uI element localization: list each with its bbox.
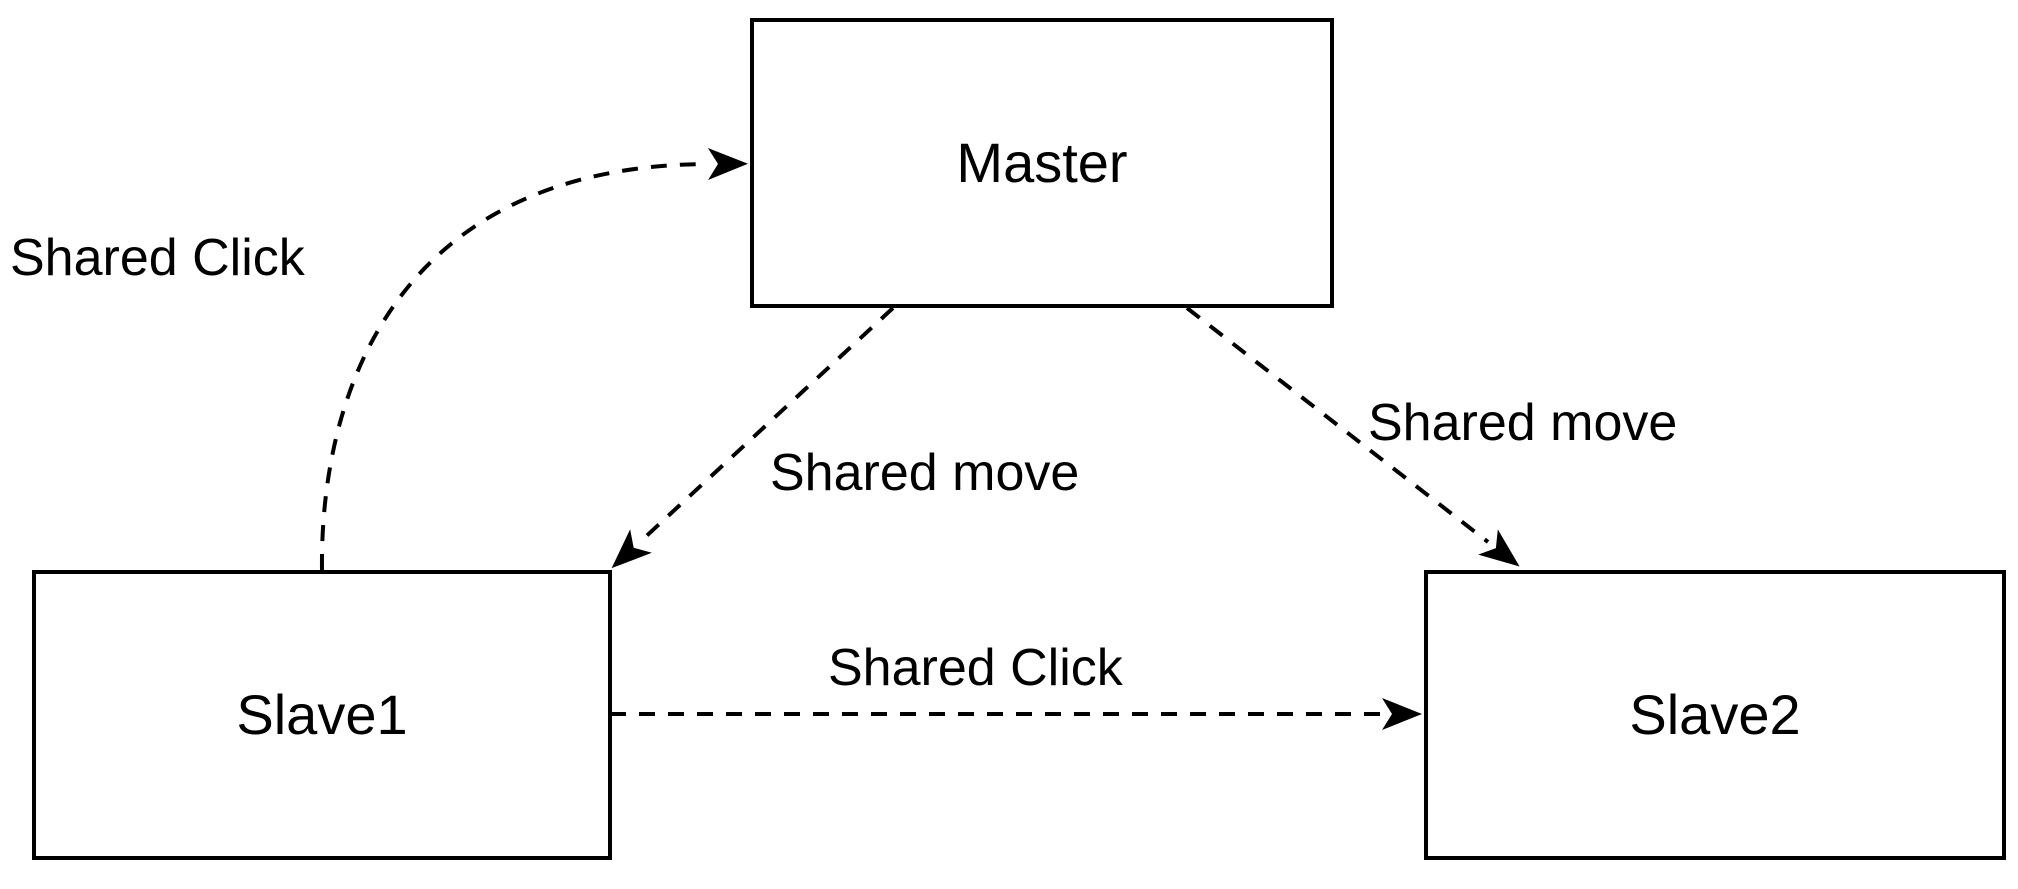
node-master-label: Master xyxy=(956,131,1128,194)
edge-master-to-slave2 xyxy=(1185,306,1520,567)
node-slave2-label: Slave2 xyxy=(1629,683,1801,746)
node-master: Master xyxy=(750,18,1334,308)
edge-master-to-slave1 xyxy=(611,306,895,569)
node-slave2: Slave2 xyxy=(1424,570,2006,860)
edge-slave1-to-master xyxy=(319,148,748,571)
edge-label-shared-click-bottom: Shared Click xyxy=(828,639,1123,697)
edge-label-shared-move-left: Shared move xyxy=(770,444,1080,502)
edge-label-shared-move-right: Shared move xyxy=(1368,394,1678,452)
edge-label-shared-click-top: Shared Click xyxy=(10,229,305,287)
node-slave1: Slave1 xyxy=(32,570,612,860)
node-slave1-label: Slave1 xyxy=(236,683,408,746)
